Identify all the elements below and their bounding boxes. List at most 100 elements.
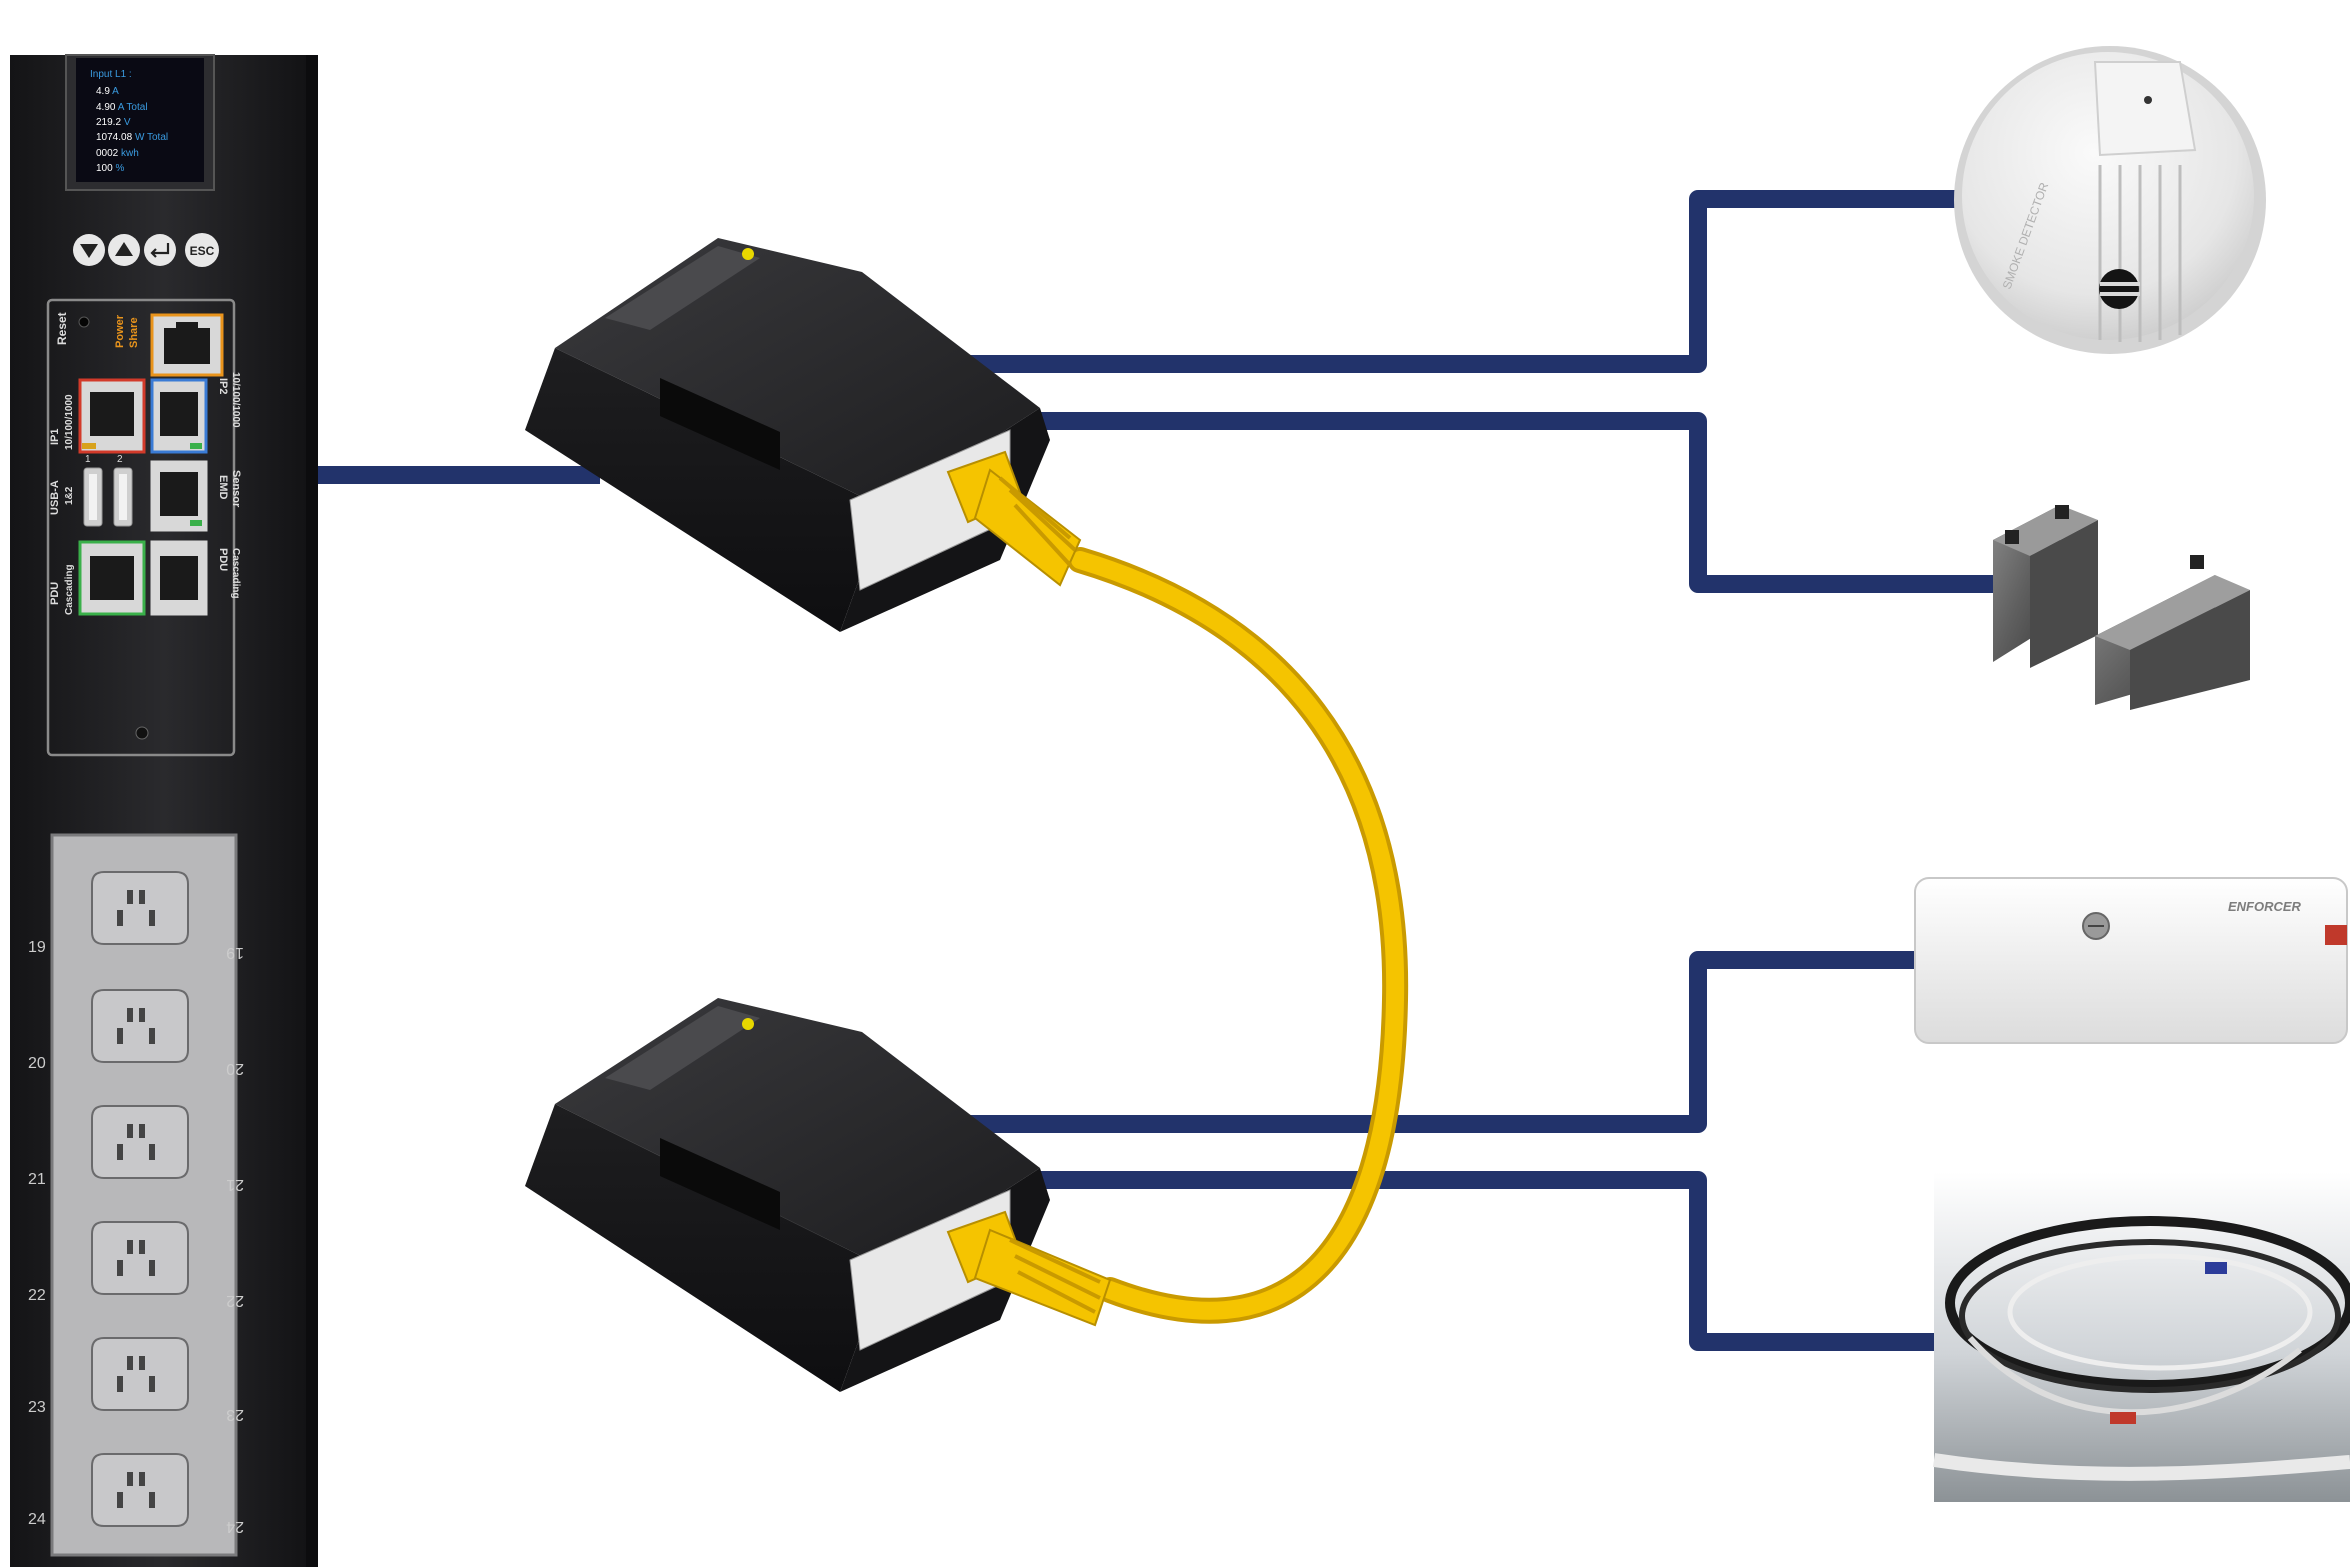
pdu-cascading-left-label-2: Cascading xyxy=(64,564,75,615)
outlet-socket xyxy=(91,1221,189,1295)
outlet-number-left: 21 xyxy=(28,1171,46,1188)
display-value: 219.2 xyxy=(96,117,121,128)
pdu-cascading-port-right[interactable] xyxy=(150,540,208,616)
pdu-cascading-port-left[interactable] xyxy=(78,540,146,616)
display-unit: A Total xyxy=(118,102,148,113)
rj45-plug xyxy=(946,1210,1112,1327)
outlet-number-left: 23 xyxy=(28,1399,46,1416)
module-top-ridge xyxy=(605,246,760,330)
wire-module2-to-motion xyxy=(950,951,1920,1133)
emd-sensor-port[interactable] xyxy=(150,460,208,532)
power-share-label-2: Share xyxy=(128,317,140,348)
outlet-socket xyxy=(91,871,189,945)
power-share-label-1: Power xyxy=(114,314,126,348)
outlet-socket xyxy=(91,1453,189,1527)
reset-button[interactable] xyxy=(78,316,90,328)
ip1-port[interactable] xyxy=(78,378,146,454)
emd-label-1: EMD xyxy=(217,475,229,500)
usb-number-1: 1 xyxy=(85,454,91,465)
usb-port-1[interactable] xyxy=(83,467,103,527)
svg-text:1074.08 W Total: 1074.08 W Total xyxy=(96,132,168,143)
svg-text:0002 kwh: 0002 kwh xyxy=(96,148,139,159)
display-unit: W Total xyxy=(135,132,168,143)
emd-label-2: Sensor xyxy=(230,470,242,508)
outlet: 19 19 xyxy=(28,871,244,961)
module-vent xyxy=(660,1138,780,1230)
pdu-button-enter[interactable] xyxy=(144,234,176,266)
water-leak-rope-sensor xyxy=(1932,1172,2350,1502)
display-value: 1074.08 xyxy=(96,132,133,143)
module-front-face xyxy=(525,348,885,632)
smoke-detector: SMOKE DETECTOR xyxy=(1954,46,2266,354)
motion-sensor: ENFORCER xyxy=(1914,877,2348,1044)
svg-text:100 %: 100 % xyxy=(96,163,124,174)
wire-module1-to-smoke xyxy=(950,190,1970,373)
ip1-label-1: IP1 xyxy=(49,428,61,445)
outlet-number-left: 22 xyxy=(28,1287,46,1304)
outlet-number-right: 23 xyxy=(226,1406,244,1423)
pdu-cascading-right-label-2: Cascading xyxy=(230,548,241,599)
sensor-hub-module-bottom xyxy=(525,998,1112,1392)
usb-label-1: USB-A xyxy=(49,480,61,515)
display-unit: V xyxy=(124,117,131,128)
svg-text:4.90 A Total: 4.90 A Total xyxy=(96,102,148,113)
reset-label: Reset xyxy=(55,312,69,345)
power-share-port[interactable] xyxy=(150,313,224,377)
sensor-hub-module-top xyxy=(525,238,1082,632)
pdu-cascading-right-label-1: PDU xyxy=(217,548,229,571)
enter-arrow-icon xyxy=(150,243,170,258)
display-value: 4.90 xyxy=(96,102,116,113)
pdu-edge xyxy=(306,55,318,1567)
pdu-button-up[interactable] xyxy=(108,234,140,266)
triangle-down-icon xyxy=(80,244,98,258)
pdu-display xyxy=(76,58,204,182)
outlet: 23 23 xyxy=(28,1337,244,1423)
rj45-plug xyxy=(946,450,1082,587)
outlet-number-right: 21 xyxy=(226,1176,244,1193)
pdu-port-panel xyxy=(46,298,236,757)
outlet-number-left: 24 xyxy=(28,1511,46,1528)
display-value: 100 xyxy=(96,163,113,174)
triangle-up-icon xyxy=(115,242,133,256)
display-unit: A xyxy=(112,86,119,97)
display-unit: % xyxy=(115,163,124,174)
display-unit: kwh xyxy=(121,148,139,159)
pdu-button-down[interactable] xyxy=(73,234,105,266)
door-contact-sensor xyxy=(1993,505,2250,710)
enforcer-brand-text: ENFORCER xyxy=(2228,899,2302,914)
outlet-number-right: 20 xyxy=(226,1060,244,1077)
status-led xyxy=(742,248,754,260)
display-value: 0002 xyxy=(96,148,119,159)
display-value: 4.9 xyxy=(96,86,110,97)
display-header: Input L1 : xyxy=(90,69,132,80)
outlet-socket xyxy=(91,1105,189,1179)
outlet: 22 22 xyxy=(28,1221,244,1309)
usb-number-2: 2 xyxy=(117,454,123,465)
outlet: 21 21 xyxy=(28,1105,244,1193)
ip2-label-1: IP2 xyxy=(217,378,229,395)
display-readings: 4.9 A 4.90 A Total 219.2 V 1074.08 W Tot… xyxy=(96,86,168,174)
outlet-number-right: 22 xyxy=(226,1292,244,1309)
svg-text:4.9 A: 4.9 A xyxy=(96,86,119,97)
outlet: 24 24 xyxy=(28,1453,244,1535)
outlet-number-right: 19 xyxy=(226,944,244,961)
outlet-number-left: 20 xyxy=(28,1055,46,1072)
outlet: 20 20 xyxy=(28,989,244,1077)
pdu-cascading-left-label-1: PDU xyxy=(49,582,61,605)
outlet-number-right: 24 xyxy=(226,1518,244,1535)
usb-port-2[interactable] xyxy=(113,467,133,527)
patch-cable xyxy=(1067,547,1409,1324)
outlet-socket xyxy=(91,1337,189,1411)
module-vent xyxy=(660,378,780,470)
ip2-port[interactable] xyxy=(150,378,208,454)
pdu-button-esc[interactable]: ESC xyxy=(185,233,219,267)
panel-screw xyxy=(135,726,149,740)
ip1-label-2: 10/100/1000 xyxy=(64,394,75,450)
outlet-number-left: 19 xyxy=(28,939,46,956)
pdu-unit: Input L1 : 4.9 A 4.90 A Total 219.2 V 10… xyxy=(10,54,318,1567)
outlet-socket xyxy=(91,989,189,1063)
status-led xyxy=(742,1018,754,1030)
svg-text:219.2 V: 219.2 V xyxy=(96,117,131,128)
outlet-list: 19 19 20 20 21 21 22 xyxy=(28,871,244,1535)
